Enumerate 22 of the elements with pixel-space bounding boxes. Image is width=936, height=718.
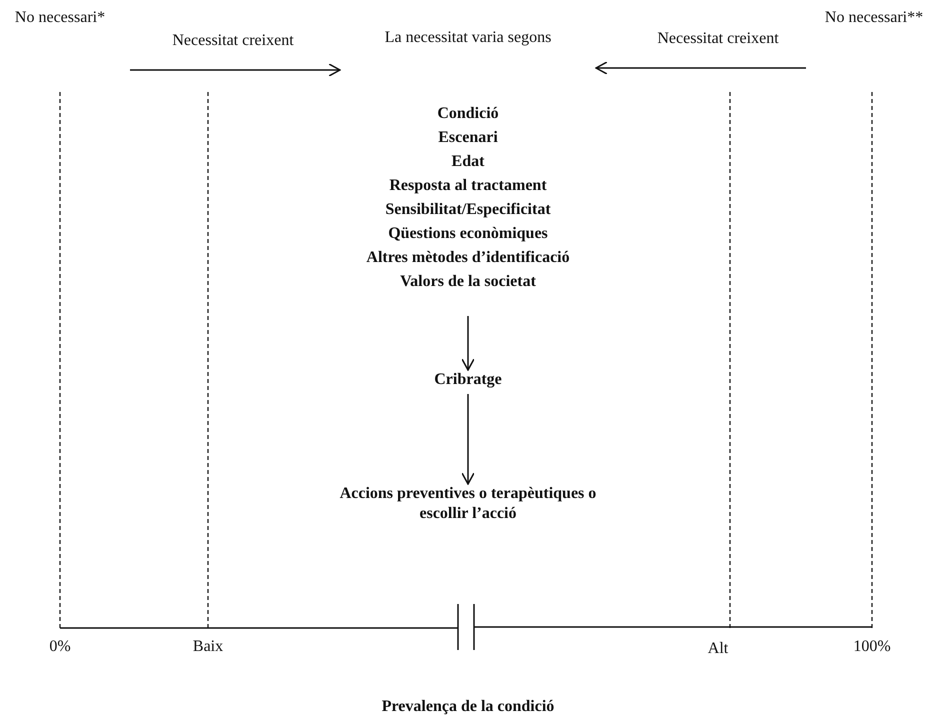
tick-label: Alt: [708, 640, 728, 658]
tick-label: 0%: [49, 638, 71, 656]
tick-label: 100%: [853, 638, 891, 656]
text-label: Accions preventives o terapèutiques o escollir l’acció: [318, 484, 618, 552]
factor-text: Altres mètodes d’identificació: [365, 248, 571, 268]
arrow: [130, 63, 341, 77]
axis-title: Prevalença de la condició: [382, 698, 554, 716]
factor-text: Resposta al tractament: [388, 176, 548, 196]
factor-text: Condició: [436, 104, 500, 124]
factor-text: Escenari: [437, 128, 499, 148]
factor-text: Qüestions econòmiques: [387, 224, 549, 244]
factor-text: Sensibilitat/Especificitat: [384, 200, 552, 220]
text-label: La necessitat varia segons: [340, 28, 596, 72]
arrow: [595, 61, 806, 75]
tick-label: Baix: [192, 638, 224, 656]
factor-text: Valors de la societat: [399, 272, 537, 292]
arrow: [461, 394, 475, 485]
text-label: No necessari*: [0, 8, 120, 52]
text-label: No necessari**: [812, 8, 936, 52]
factor-text: Edat: [450, 152, 486, 172]
text-label: Cribratge: [380, 370, 556, 394]
arrow: [461, 316, 475, 371]
